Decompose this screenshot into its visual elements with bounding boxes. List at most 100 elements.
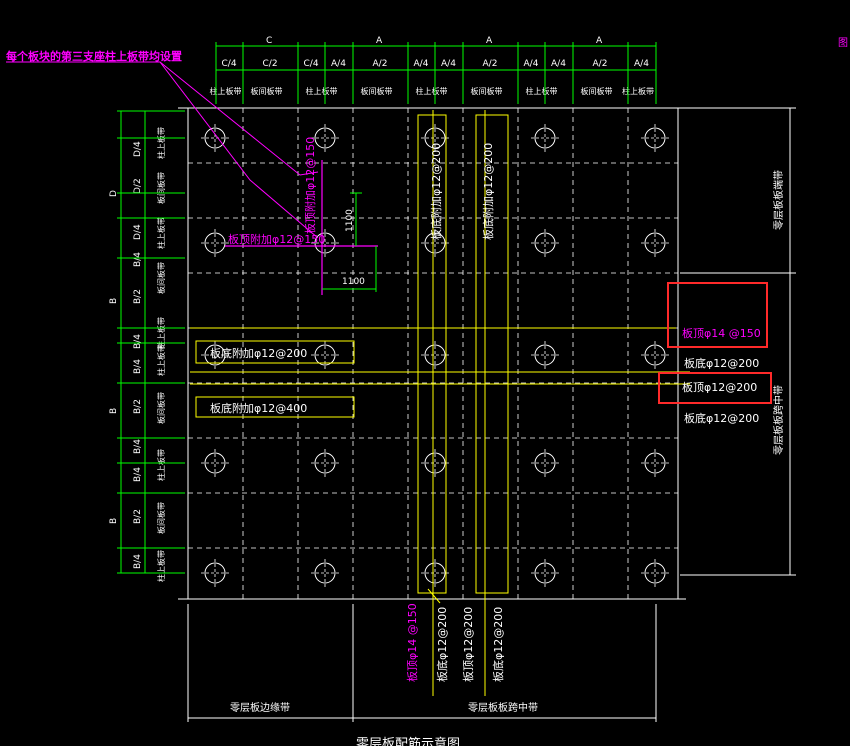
- right-bot-1-label: 板底φ12@200: [684, 356, 759, 370]
- left-span-label: B: [109, 408, 119, 414]
- left-span-label: D: [109, 190, 119, 197]
- column-symbol: [534, 344, 556, 366]
- right-strip-2-label: 零层板板跨中带: [772, 385, 785, 455]
- top-sub-label: A/4: [441, 59, 456, 69]
- left-sub-label: B/4: [133, 554, 143, 569]
- left-sub-label: B/2: [133, 509, 143, 524]
- top-rebar-v-label: 板顶附加φ12@150: [303, 137, 317, 234]
- left-strip-label: 板间板带: [156, 502, 166, 534]
- left-strip-label: 柱上板带: [156, 550, 166, 582]
- left-sub-label: B/4: [133, 252, 143, 267]
- left-span-label: B: [109, 298, 119, 304]
- left-span-label: B: [109, 518, 119, 524]
- right-bot-2-label: 板底φ12@200: [684, 411, 759, 425]
- note-text: 每个板块的第三支座柱上板带均设置: [6, 49, 182, 63]
- column-symbol: [534, 562, 556, 584]
- column-symbol: [314, 452, 336, 474]
- break-mark: [427, 588, 441, 604]
- top-strip-label: 板间板带: [251, 86, 283, 96]
- left-sub-label: B/4: [133, 439, 143, 454]
- bottom-v1-label: 板顶φ14 @150: [405, 603, 419, 682]
- top-strip-label: 柱上板带: [306, 86, 338, 96]
- right-top-rebar-label: 板顶φ14 @150: [682, 326, 761, 340]
- top-sub-label: A/2: [483, 59, 498, 69]
- left-strip-label: 板间板带: [156, 392, 166, 424]
- h-bot-add1-label: 板底附加φ12@200: [210, 346, 307, 360]
- top-rebar-h-label: 板顶附加φ12@150: [228, 232, 325, 246]
- left-strip-label: 柱上板带: [156, 127, 166, 159]
- top-sub-label: C/4: [222, 59, 237, 69]
- column-symbol: [424, 562, 446, 584]
- note-leader: [6, 61, 319, 239]
- column-symbol: [204, 344, 226, 366]
- top-sub-label: A/4: [414, 59, 429, 69]
- top-sub-label: A/2: [373, 59, 388, 69]
- left-sub-label: B/4: [133, 334, 143, 349]
- column-symbol: [424, 127, 446, 149]
- left-sub-label: B/2: [133, 399, 143, 414]
- top-sub-label: A/2: [593, 59, 608, 69]
- bottom-v2-label: 板底φ12@200: [435, 607, 449, 682]
- h-rebar-band-2: [195, 396, 355, 418]
- column-symbol: [644, 232, 666, 254]
- top-sub-label: C/4: [304, 59, 319, 69]
- top-span-label: A: [486, 36, 493, 46]
- top-sub-label: A/4: [331, 59, 346, 69]
- top-span-label: C: [266, 36, 272, 46]
- top-sub-label: A/4: [524, 59, 539, 69]
- left-strip-label: 板间板带: [156, 262, 166, 294]
- bottom-v3-label: 板顶φ12@200: [461, 607, 475, 682]
- column-symbol: [644, 452, 666, 474]
- left-strip-label: 柱上板带: [156, 217, 166, 249]
- column-symbol: [204, 562, 226, 584]
- dim-1100-h-text: 1100: [342, 277, 365, 287]
- top-strip-label: 柱上板带: [526, 86, 558, 96]
- note-leader-2: [159, 61, 319, 176]
- column-symbol: [534, 452, 556, 474]
- left-sub-label: D/4: [133, 224, 143, 240]
- bottom-strip-2-label: 零层板板跨中带: [468, 701, 538, 714]
- left-strip-label: 板间板带: [156, 172, 166, 204]
- column-symbol: [204, 232, 226, 254]
- column-symbol: [424, 232, 446, 254]
- column-symbol: [644, 127, 666, 149]
- v-bot-add-label: 板底附加φ12@200: [429, 143, 443, 240]
- right-top-2-label: 板顶φ12@200: [682, 380, 757, 394]
- top-strip-label: 板间板带: [581, 86, 613, 96]
- highlight-box-2: [658, 372, 772, 404]
- column-symbol: [424, 344, 446, 366]
- left-sub-label: D/2: [133, 178, 143, 194]
- top-strip-label: 柱上板带: [210, 86, 242, 96]
- top-strip-label: 板间板带: [471, 86, 503, 96]
- column-symbol: [534, 232, 556, 254]
- column-symbol: [204, 127, 226, 149]
- column-symbol: [314, 232, 336, 254]
- right-strip-1-label: 零层板板端带: [772, 170, 785, 230]
- left-sub-label: B/4: [133, 467, 143, 482]
- highlight-box-1: [667, 282, 768, 348]
- left-strip-label: 柱上板带: [156, 449, 166, 481]
- left-strip-label: 柱上板带: [156, 344, 166, 376]
- left-sub-label: B/4: [133, 359, 143, 374]
- bottom-caption: 零层板配筋示意图: [356, 736, 460, 746]
- bottom-strip-1-label: 零层板边缘带: [230, 701, 290, 714]
- top-strip-label: 柱上板带: [622, 86, 654, 96]
- top-sub-label: A/4: [634, 59, 649, 69]
- v-rebar-band-2: [475, 114, 509, 594]
- column-symbol: [644, 562, 666, 584]
- dim-1100-v-text: 1100: [345, 209, 355, 232]
- left-strip-label: 柱上板带: [156, 317, 166, 349]
- h-rebar-band-1: [195, 340, 355, 364]
- top-strip-label: 板间板带: [361, 86, 393, 96]
- left-sub-label: D/4: [133, 141, 143, 157]
- right-edge-mark: 图: [838, 37, 848, 49]
- column-symbol: [314, 344, 336, 366]
- column-symbol: [534, 127, 556, 149]
- top-span-label: A: [376, 36, 383, 46]
- left-sub-label: B/2: [133, 289, 143, 304]
- h-bot-add2-label: 板底附加φ12@400: [210, 401, 307, 415]
- bottom-v4-label: 板底φ12@200: [491, 607, 505, 682]
- column-symbol: [314, 127, 336, 149]
